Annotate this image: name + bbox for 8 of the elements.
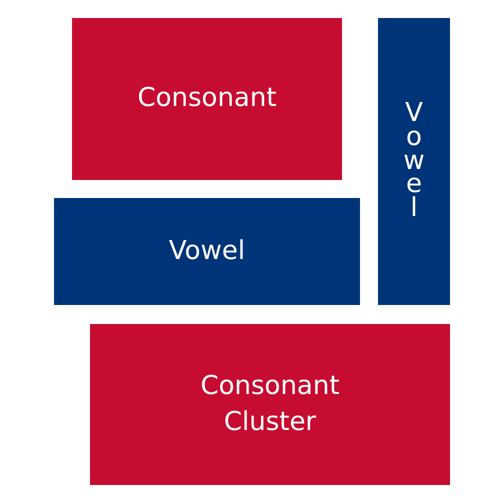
category-block: [378, 18, 450, 305]
block-label: Vowel: [168, 234, 246, 268]
category-block: [54, 198, 360, 305]
block-label: Vowel: [403, 102, 425, 222]
category-block: [72, 18, 342, 180]
block-label: Consonant Cluster: [199, 370, 341, 438]
category-block: [90, 324, 450, 485]
block-label: Consonant: [137, 82, 277, 116]
